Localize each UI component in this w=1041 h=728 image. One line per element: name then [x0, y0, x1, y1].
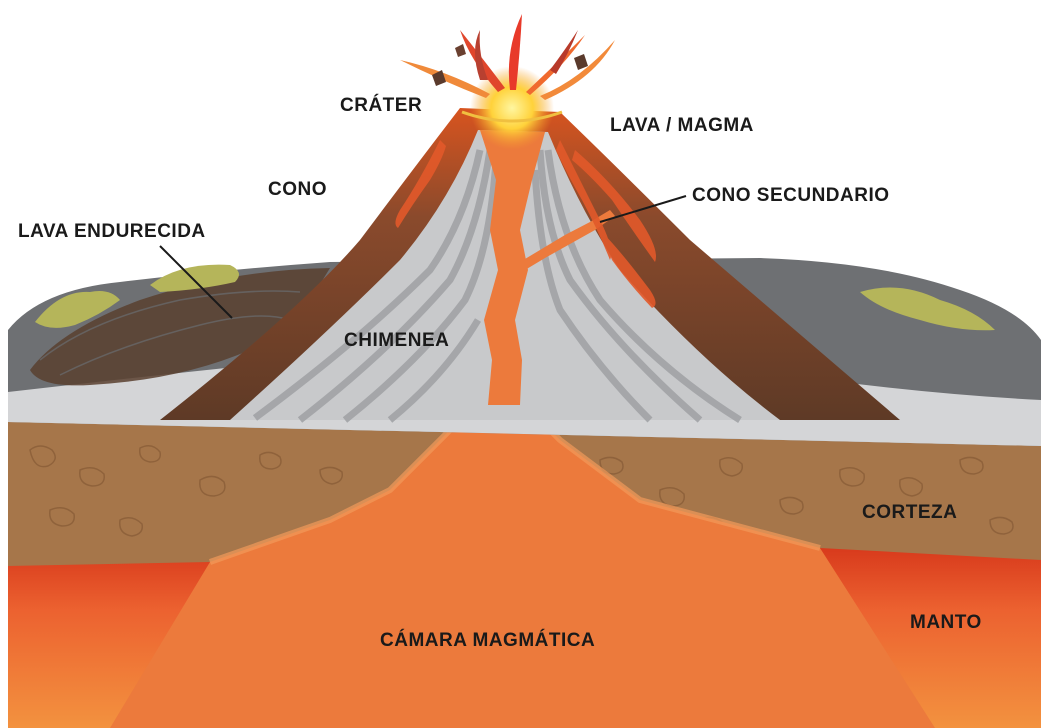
crater-rim — [461, 110, 563, 123]
magma-chamber — [110, 400, 935, 728]
hardened-lava-left — [30, 268, 330, 386]
label-chimenea: CHIMENEA — [344, 330, 450, 351]
label-cono-secundario: CONO SECUNDARIO — [692, 185, 890, 206]
ash-stripes — [252, 149, 742, 423]
label-camara-magmatica: CÁMARA MAGMÁTICA — [380, 630, 596, 651]
label-manto: MANTO — [910, 612, 982, 633]
secondary-dike — [520, 210, 615, 270]
vegetation — [35, 264, 995, 331]
leader-line-lava-endurecida — [159, 245, 233, 319]
leader-line-cono-secundario — [599, 195, 687, 223]
chimney-vent — [480, 130, 545, 405]
label-corteza: CORTEZA — [862, 502, 958, 523]
eruption-ejecta — [400, 14, 615, 100]
label-crater: CRÁTER — [340, 95, 423, 116]
lava-flows — [395, 140, 656, 308]
label-lava-endurecida: LAVA ENDURECIDA — [18, 221, 206, 242]
label-cono: CONO — [268, 179, 327, 200]
label-lava-magma: LAVA / MAGMA — [610, 115, 754, 136]
